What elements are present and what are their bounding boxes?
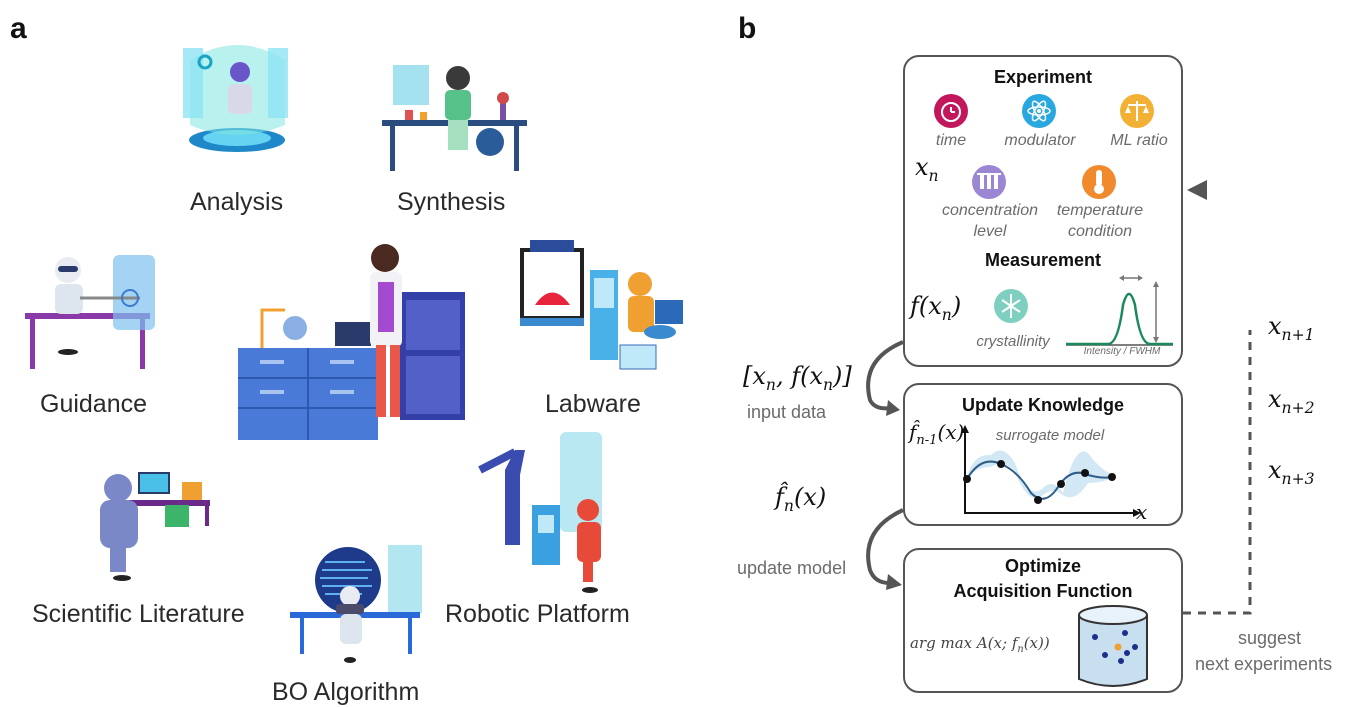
role-robotic-platform: Robotic Platform <box>445 600 630 628</box>
param-time: time <box>935 132 967 149</box>
x-n-plus-2: xn+2 <box>1268 385 1315 417</box>
experiment-icons <box>934 94 1173 346</box>
bo-algorithm-robot-icon <box>290 545 422 663</box>
input-arrow <box>866 340 904 411</box>
input-data-math: [xn, f(xn)] <box>743 362 852 394</box>
update-knowledge-box: Update Knowledge <box>903 383 1183 526</box>
role-synthesis: Synthesis <box>397 188 506 216</box>
flow-arrows <box>866 330 1252 615</box>
argmax-expression: arg max A(x; fn(x)) <box>910 634 1050 655</box>
crystallinity-label: crystallinity <box>976 333 1050 350</box>
suggest-arrow <box>1183 330 1252 615</box>
analysis-robot-icon <box>183 45 288 152</box>
update-model-arrow <box>866 508 904 586</box>
optimize-title-2: Acquisition Function <box>953 581 1133 601</box>
synthesis-robot-icon <box>382 65 527 171</box>
test-tubes-icon <box>972 165 1006 199</box>
balance-scale-icon <box>1120 94 1154 128</box>
peak-curve <box>1066 292 1173 346</box>
f-hat-n-1-symbol: f̂n-1(x) <box>909 420 965 448</box>
x-n-plus-1: xn+1 <box>1268 312 1315 344</box>
database-cylinder-icon <box>1078 605 1148 687</box>
measurement-title: Measurement <box>984 250 1102 270</box>
surrogate-model-label: surrogate model <box>995 427 1105 444</box>
panel-b-letter: b <box>738 12 757 45</box>
update-model-label: update model <box>737 558 847 578</box>
crystallinity-icon <box>994 289 1028 323</box>
param-ml-ratio: ML ratio <box>1110 132 1168 149</box>
thermometer-icon <box>1082 165 1116 199</box>
literature-robot-icon <box>100 472 210 581</box>
role-guidance: Guidance <box>40 390 148 418</box>
robotic-platform-icon <box>478 432 602 593</box>
x-axis-label: x <box>1136 500 1148 524</box>
suggest-label: suggest <box>1238 628 1302 648</box>
alarm-clock-icon <box>934 94 968 128</box>
input-data-label: input data <box>747 402 827 422</box>
param-temperature-condition: temperature condition <box>1056 202 1144 240</box>
role-bo-algorithm: BO Algorithm <box>272 678 420 706</box>
param-modulator: modulator <box>1004 132 1076 149</box>
role-scientific-literature: Scientific Literature <box>32 600 245 628</box>
guidance-robot-icon <box>25 255 155 369</box>
peak-label: Intensity / FWHM <box>1083 346 1161 357</box>
panel-a-illustrations <box>25 45 683 663</box>
role-analysis: Analysis <box>190 188 284 216</box>
suggest-arrowhead <box>1187 180 1207 200</box>
fxn-symbol: f(xn) <box>910 292 962 324</box>
surrogate-plot <box>961 425 1141 517</box>
param-concentration-level: concentration level <box>941 202 1039 240</box>
xn-symbol: xn <box>915 153 939 185</box>
role-labware: Labware <box>545 390 641 418</box>
f-hat-n-symbol: f̂n(x) <box>775 483 827 515</box>
experiment-title: Experiment <box>993 67 1093 87</box>
atom-icon <box>1022 94 1056 128</box>
next-experiments-label: next experiments <box>1195 654 1333 674</box>
scientist-lab-icon <box>238 244 465 440</box>
labware-robot-icon <box>520 240 683 370</box>
x-n-plus-3: xn+3 <box>1268 456 1315 488</box>
optimize-title-1: Optimize <box>1004 556 1081 576</box>
panel-a-letter: a <box>10 12 27 45</box>
update-knowledge-title: Update Knowledge <box>961 395 1124 415</box>
peak-plot <box>1066 275 1173 346</box>
